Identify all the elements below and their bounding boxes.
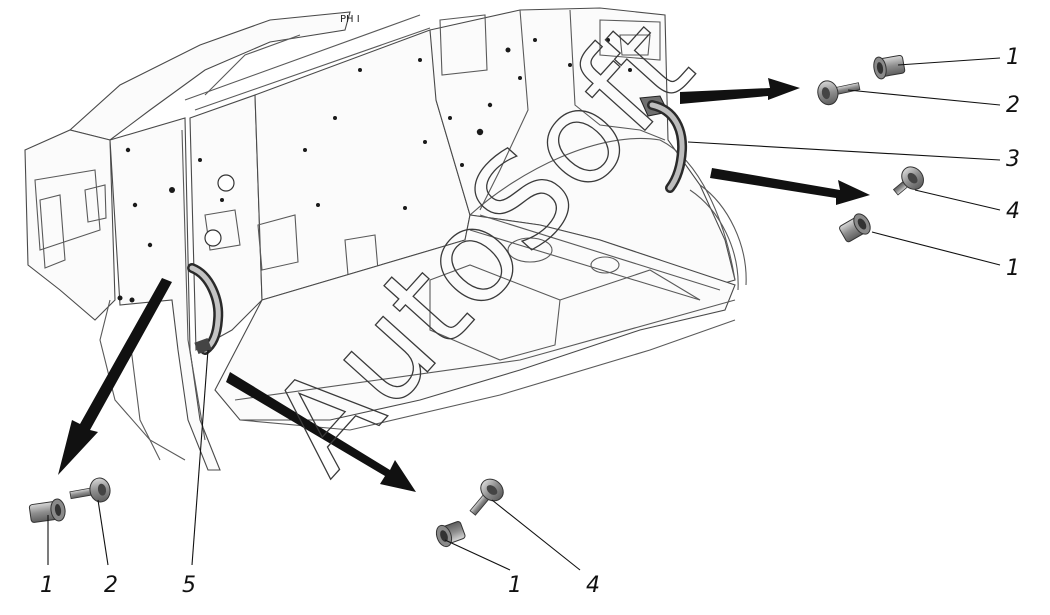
trunk-floor	[214, 214, 736, 421]
callout-1-middle: 1	[1006, 256, 1020, 281]
arrow-to-right-fasteners	[710, 168, 870, 205]
callout-2-top: 2	[1006, 93, 1020, 118]
callout-1-bottom-center: 1	[508, 573, 522, 598]
spacer-sleeve-right	[839, 213, 871, 243]
arrow-to-top-fasteners	[680, 78, 800, 104]
callout-1-top: 1	[1006, 45, 1020, 70]
callout-4-bottom-center: 4	[586, 573, 600, 598]
arrow-to-center-fasteners	[226, 372, 416, 492]
leader-lines	[47, 57, 1001, 571]
bolt-center	[469, 478, 504, 516]
callout-5: 5	[182, 573, 196, 598]
callout-2-bottom-left: 2	[104, 573, 118, 598]
tie-down-handle-left	[187, 263, 224, 355]
callout-4-right: 4	[1006, 199, 1020, 224]
spacer-sleeve-left	[28, 498, 66, 523]
left-inner-wall	[189, 94, 263, 351]
spacer-sleeve-top	[873, 54, 906, 80]
arrow-to-left-fasteners	[58, 278, 172, 475]
direction-arrows	[58, 78, 870, 492]
tie-down-handle-right	[639, 95, 688, 193]
bolt-top	[817, 80, 861, 106]
bolt-right	[892, 166, 924, 196]
callout-1-bottom-left: 1	[40, 573, 54, 598]
spacer-sleeve-center	[435, 521, 466, 548]
callout-3: 3	[1006, 147, 1020, 172]
bolt-left	[69, 477, 111, 503]
callout-labels: 1 2 3 4 1 1 2 5 1 4	[40, 45, 1020, 598]
body-holes	[117, 38, 632, 303]
roof-rail	[68, 11, 351, 141]
body-stamp-label: PH I	[340, 14, 360, 25]
